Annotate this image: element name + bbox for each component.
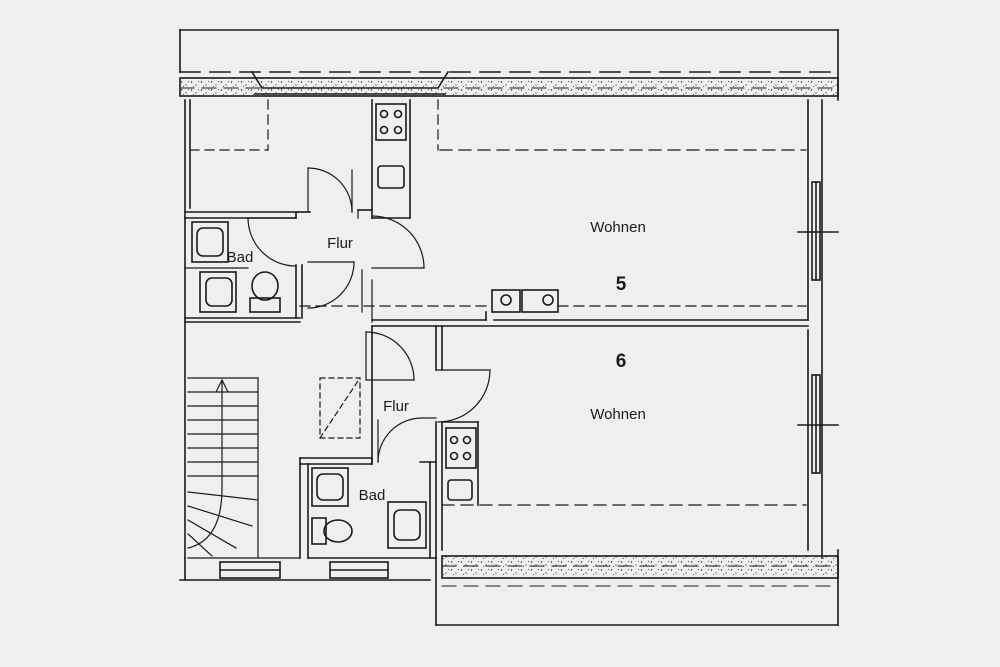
right-window-upper — [797, 181, 839, 281]
room-label-living-unit-6: Wohnen — [590, 406, 646, 423]
outer-walls — [184, 99, 823, 559]
shaft-unit-6 — [319, 377, 361, 439]
bottom-window-middle — [329, 561, 389, 579]
hall-walls-unit-6 — [371, 325, 443, 559]
stove-kitchenette-shared — [491, 289, 559, 313]
room-label-bath-unit-5: Bad — [227, 249, 254, 266]
sink-unit-5 — [377, 165, 405, 189]
room-label-bath-unit-6: Bad — [359, 487, 386, 504]
doors-unit-5 — [247, 167, 425, 323]
kitchen-niche-unit-5 — [357, 99, 411, 219]
bath-unit-6-walls — [299, 457, 437, 559]
unit-separating-wall — [184, 305, 809, 327]
stove-unit-5 — [375, 103, 407, 141]
unit-number-5: 5 — [616, 274, 627, 295]
bath-fixtures-unit-5 — [191, 221, 281, 313]
staircase — [187, 377, 301, 559]
bath-fixtures-unit-6 — [311, 467, 427, 549]
right-window-lower — [797, 374, 839, 474]
room-label-living-unit-5: Wohnen — [590, 219, 646, 236]
bottom-window-left — [219, 561, 281, 579]
doors-unit-6 — [365, 331, 491, 463]
top-skylight — [250, 70, 450, 95]
bottom-wall-band — [441, 555, 839, 587]
slope-lines-upper — [189, 99, 807, 151]
unit-number-6: 6 — [616, 351, 627, 372]
room-label-hall-unit-5: Flur — [327, 235, 353, 252]
kitchen-niche-unit-6 — [441, 421, 479, 551]
room-label-hall-unit-6: Flur — [383, 398, 409, 415]
